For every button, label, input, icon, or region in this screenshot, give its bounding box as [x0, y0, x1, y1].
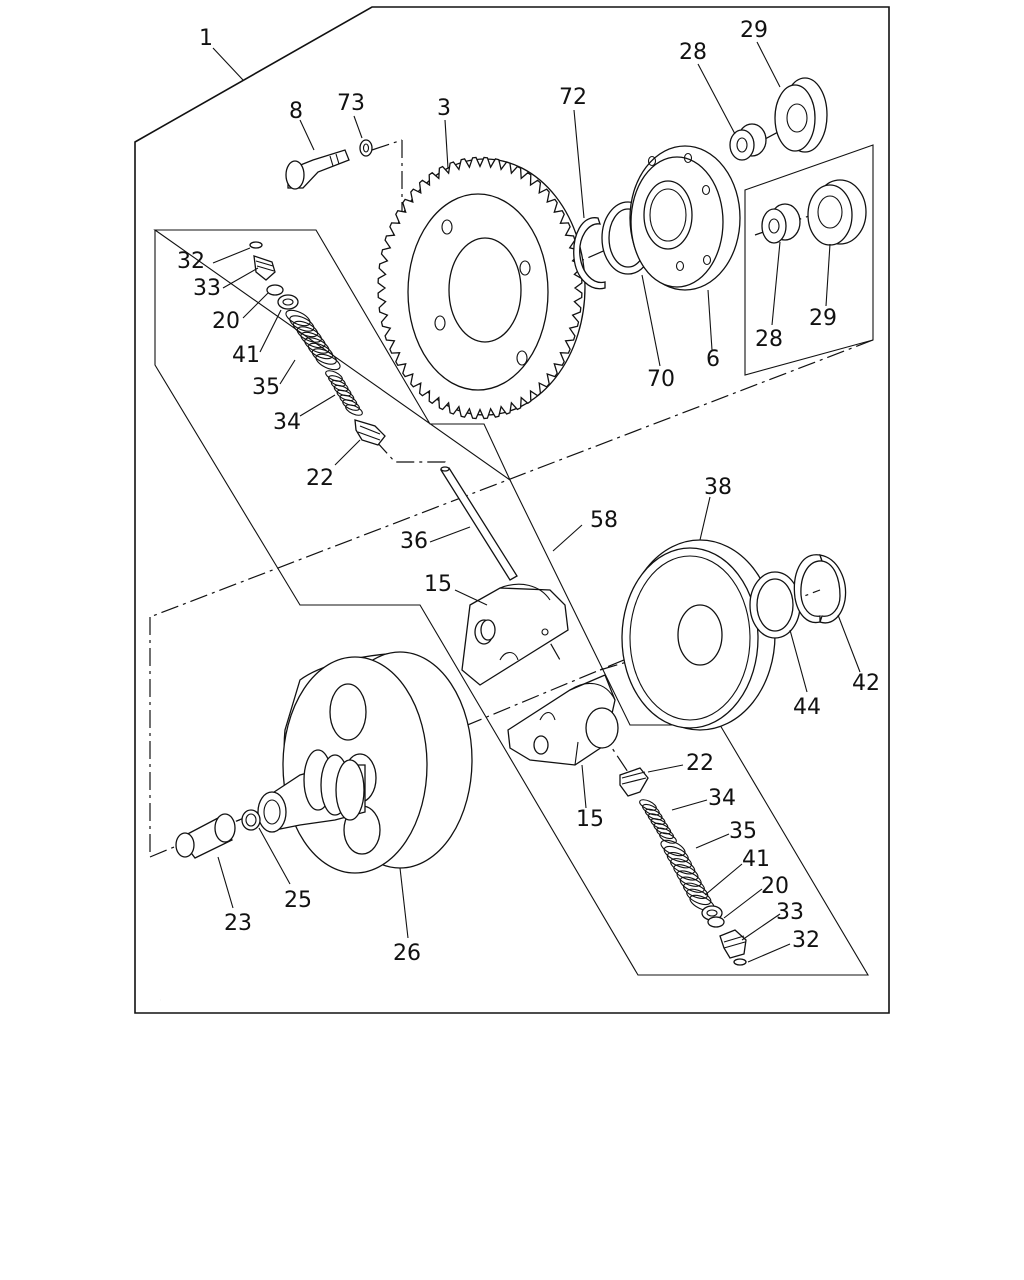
- callout-35-lower: 35: [729, 819, 757, 844]
- oring-part-41-upper-hole: [282, 298, 294, 306]
- valve-subassembly-frame-upper: [153, 229, 512, 482]
- shaft-on-drum: [257, 749, 366, 833]
- callout-34-lower: 34: [708, 786, 736, 811]
- spring-part-34-lower: [639, 799, 677, 844]
- oring-part-41-lower-hole: [706, 909, 718, 917]
- pin-part-36: [439, 467, 518, 581]
- circlip-part-42: [793, 554, 823, 624]
- callout-34-upper: 34: [273, 410, 301, 435]
- callout-29-lower: 29: [809, 306, 837, 331]
- ring-part-25-hole: [245, 813, 257, 827]
- callout-28-upper: 28: [679, 40, 707, 65]
- bearing-part-28-upper: [729, 123, 767, 161]
- callout-44: 44: [793, 695, 821, 720]
- callout-26: 26: [393, 941, 421, 966]
- oring-part-41-upper: [277, 294, 299, 310]
- callout-33-lower: 33: [776, 900, 804, 925]
- callout-41-lower: 41: [742, 847, 770, 872]
- callout-8: 8: [289, 99, 303, 124]
- callout-22-upper: 22: [306, 466, 334, 491]
- cap-part-33-lower: [719, 929, 747, 959]
- clip-part-32-upper: [249, 241, 263, 249]
- bearing-part-28-lower: [761, 203, 801, 244]
- spring-part-35-upper: [285, 309, 341, 371]
- callout-25: 25: [284, 888, 312, 913]
- washer-part-20-upper: [266, 284, 284, 296]
- callout-70: 70: [647, 367, 675, 392]
- plate-part-38: [621, 539, 776, 731]
- callout-38: 38: [704, 475, 732, 500]
- callout-32-upper: 32: [177, 249, 205, 274]
- seal-part-29-upper: [774, 77, 828, 153]
- callout-29-upper: 29: [740, 18, 768, 43]
- callout-28-lower: 28: [755, 327, 783, 352]
- callout-36: 36: [400, 529, 428, 554]
- shoe-part-15-lower: [507, 674, 619, 766]
- callout-58: 58: [590, 508, 618, 533]
- callout-15-lower: 15: [576, 807, 604, 832]
- spring-part-35-lower: [660, 839, 715, 912]
- callout-15-upper: 15: [424, 572, 452, 597]
- bolt-part-8: [285, 149, 350, 190]
- circlip-part-42-right: [819, 554, 847, 624]
- callout-6: 6: [706, 347, 720, 372]
- seal-part-29-lower: [807, 179, 867, 246]
- callout-72: 72: [559, 85, 587, 110]
- pin-end: [440, 466, 450, 472]
- callout-23: 23: [224, 911, 252, 936]
- callout-32-lower: 32: [792, 928, 820, 953]
- ring-part-44-inner: [756, 578, 794, 632]
- valve-subassembly-frame-lower: [154, 230, 869, 976]
- assembly-axis-line-upper: [149, 339, 874, 618]
- washer-hole: [362, 143, 370, 153]
- clip-part-32-lower: [733, 958, 747, 966]
- plug-part-23: [175, 813, 236, 859]
- ring-part-25: [241, 809, 261, 831]
- callout-73: 73: [337, 91, 365, 116]
- callout-33-upper: 33: [193, 276, 221, 301]
- hub-part-6: [629, 145, 741, 291]
- assembly-outline-frame: [134, 6, 890, 1014]
- callout-41-upper: 41: [232, 343, 260, 368]
- shoe-part-15-upper: [461, 583, 569, 686]
- spring-part-34-upper: [325, 370, 363, 416]
- washer-part-73: [359, 139, 373, 157]
- pin-center-line: [374, 439, 446, 470]
- callout-42: 42: [852, 671, 880, 696]
- callout-labels: 1 8 73 3 72 28 29 28 29 6 70 32 33 20 41…: [177, 18, 880, 966]
- callout-22-lower: 22: [686, 751, 714, 776]
- callout-20-upper: 20: [212, 309, 240, 334]
- leader-lines: [212, 41, 861, 963]
- washer-part-20-lower: [707, 916, 725, 928]
- snap-ring-part-72: [573, 217, 606, 290]
- valve-part-22-lower: [619, 767, 649, 797]
- callout-20-lower: 20: [761, 874, 789, 899]
- bolt-center-line: [371, 139, 403, 151]
- valve-part-22-upper: [354, 419, 386, 446]
- gear-part-3: [377, 156, 586, 420]
- callout-3: 3: [437, 96, 451, 121]
- callout-1: 1: [199, 26, 213, 51]
- callout-35-upper: 35: [252, 375, 280, 400]
